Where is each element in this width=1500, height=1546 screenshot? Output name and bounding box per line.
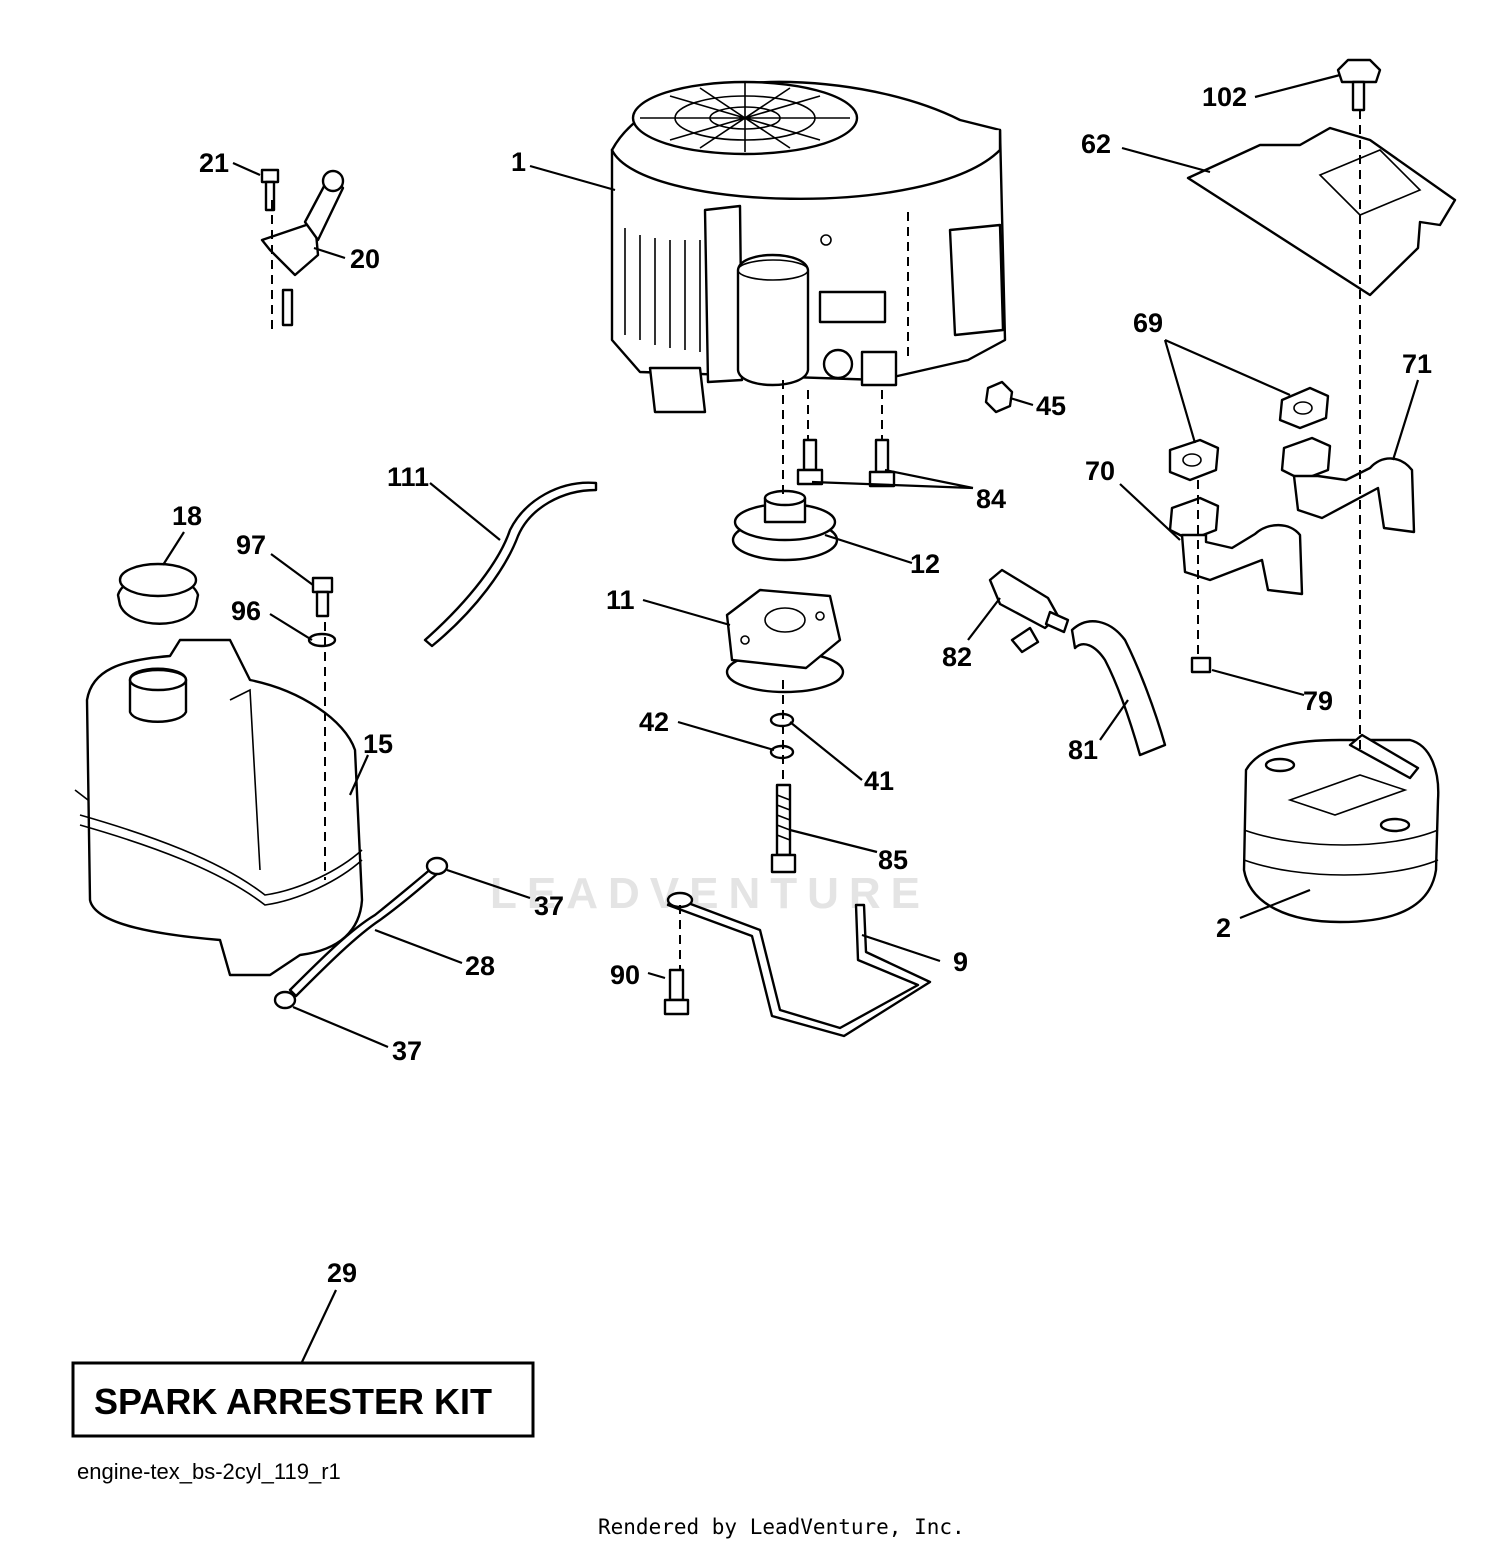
bolt-part-97	[311, 576, 334, 618]
pulley-part-12	[731, 489, 839, 562]
callout-70: 70	[1085, 456, 1115, 486]
callout-37-bottom: 37	[392, 1036, 422, 1066]
callout-11: 11	[606, 585, 635, 615]
callout-18: 18	[172, 501, 202, 531]
callout-71: 71	[1402, 349, 1432, 379]
figure-id: engine-tex_bs-2cyl_119_r1	[77, 1459, 341, 1484]
callout-29: 29	[327, 1258, 357, 1288]
callout-69: 69	[1133, 308, 1163, 338]
callout-45: 45	[1036, 391, 1066, 421]
callout-102: 102	[1202, 82, 1247, 112]
exhaust-pipe-part-70	[1168, 496, 1304, 596]
alignment-lines	[271, 110, 1361, 970]
callout-42: 42	[639, 707, 669, 737]
muffler-part-2	[1242, 733, 1440, 924]
exhaust-pipe-part-71	[1280, 436, 1416, 534]
heat-shield-part-62	[1186, 126, 1457, 297]
fuel-tank-part-15	[74, 638, 364, 977]
hose-part-81	[1070, 620, 1167, 757]
bolt-part-21	[260, 168, 280, 212]
rod-part-9	[666, 895, 932, 1038]
rendered-by-footer: Rendered by LeadVenture, Inc.	[598, 1515, 965, 1539]
callout-15: 15	[363, 729, 393, 759]
clamp-part-37-bottom	[273, 990, 297, 1010]
callout-21: 21	[199, 148, 229, 178]
callout-2: 2	[1216, 913, 1231, 943]
fuel-cap-part-18	[116, 562, 200, 625]
knob-part-102	[1336, 58, 1382, 112]
gasket-part-69	[1168, 386, 1330, 482]
callout-20: 20	[350, 244, 380, 274]
spark-arrester-kit-label: SPARK ARRESTER KIT	[94, 1381, 492, 1422]
throttle-bracket-part-20	[260, 169, 345, 327]
callout-82: 82	[942, 642, 972, 672]
fuel-filter-part-82	[988, 568, 1070, 654]
callout-41: 41	[864, 766, 894, 796]
callout-9: 9	[953, 947, 968, 977]
callout-85: 85	[878, 845, 908, 875]
callout-79: 79	[1303, 686, 1333, 716]
clutch-part-11	[725, 588, 845, 694]
callout-12: 12	[910, 549, 940, 579]
callout-1: 1	[511, 147, 526, 177]
callout-28: 28	[465, 951, 495, 981]
nut-part-45	[984, 380, 1014, 414]
callout-37-top: 37	[534, 891, 564, 921]
callout-97: 97	[236, 530, 266, 560]
spark-arrester-kit-box	[71, 1361, 535, 1438]
bolt-part-90	[663, 968, 690, 1016]
bolt-part-85	[770, 783, 797, 874]
washer-part-96	[307, 632, 337, 648]
bolt-part-79	[1190, 656, 1212, 674]
callout-81: 81	[1068, 735, 1098, 765]
callout-84: 84	[976, 484, 1006, 514]
clamp-part-37-top	[425, 856, 449, 876]
leader-lines	[162, 73, 1420, 1363]
callout-62: 62	[1081, 129, 1111, 159]
rod-eye-part-9	[666, 891, 694, 909]
hose-part-111	[423, 481, 598, 648]
callout-96: 96	[231, 596, 261, 626]
bolts-part-84	[796, 438, 896, 488]
engine-part	[610, 80, 1007, 414]
callout-111: 111	[387, 462, 429, 492]
callout-90: 90	[610, 960, 640, 990]
